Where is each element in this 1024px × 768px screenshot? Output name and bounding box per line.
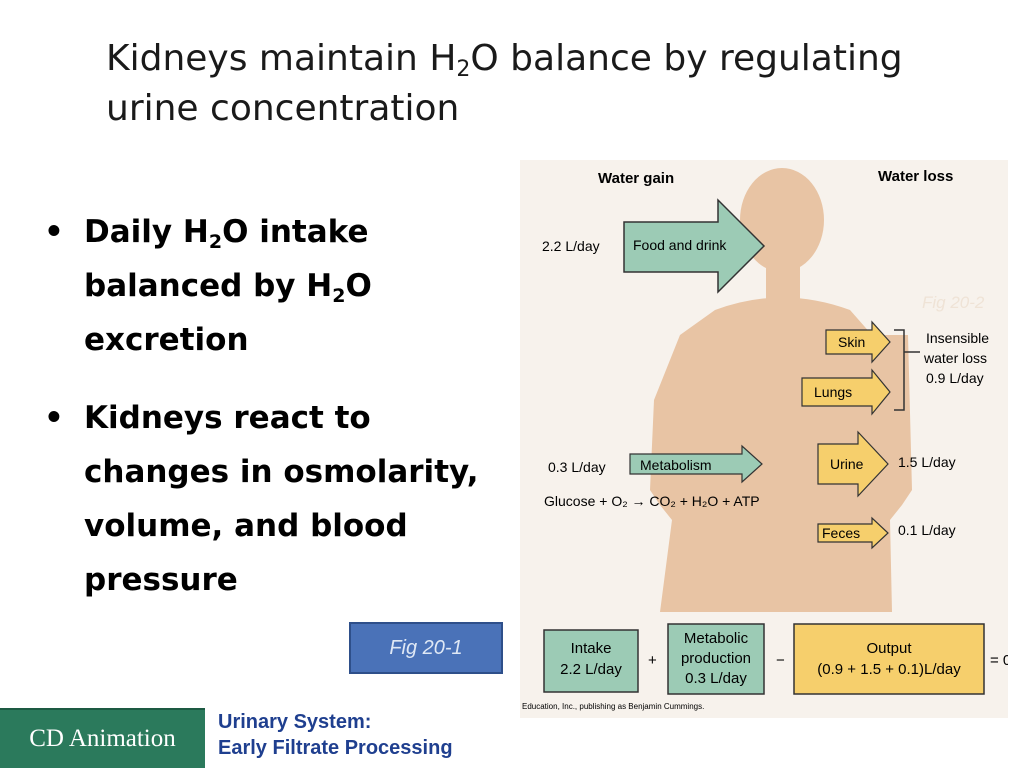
cd-animation-button[interactable]: CD Animation xyxy=(0,708,205,768)
food-arrow xyxy=(623,198,766,294)
lungs-label: Lungs xyxy=(814,384,852,400)
urine-amount: 1.5 L/day xyxy=(898,454,956,470)
metabolism-amount: 0.3 L/day xyxy=(548,459,606,475)
metprod-line1: Metabolic xyxy=(684,630,749,647)
title-subscript: 2 xyxy=(456,57,471,82)
bullet2-line3: volume, and blood xyxy=(84,508,408,544)
caption-line2: Early Filtrate Processing xyxy=(218,737,453,759)
water-balance-figure: Water gain Water loss Fig 20-2 2.2 L/day… xyxy=(520,160,1008,718)
lungs-arrow xyxy=(801,368,891,416)
skin-label: Skin xyxy=(838,334,865,350)
title-text-part1: Kidneys maintain H xyxy=(106,38,457,79)
fig-20-2-label: Fig 20-2 xyxy=(922,293,985,312)
title-line2: urine concentration xyxy=(106,88,460,129)
metabolism-equation: Glucose + O₂ → CO₂ + H₂O + ATP xyxy=(544,493,760,509)
caption-line1: Urinary System: xyxy=(218,711,372,733)
urine-arrow xyxy=(817,430,889,498)
output-line1: Output xyxy=(866,640,912,657)
feces-amount: 0.1 L/day xyxy=(898,522,956,538)
intake-box xyxy=(543,629,639,693)
feces-arrow xyxy=(817,516,889,550)
slide-title: Kidneys maintain H2O balance by regulati… xyxy=(106,34,986,134)
bullet2-line2: changes in osmolarity, xyxy=(84,454,479,490)
metabolic-production-box xyxy=(667,623,765,695)
metprod-line2: production xyxy=(681,650,751,667)
bullet1-text-c: balanced by H xyxy=(84,268,333,304)
metabolism-label: Metabolism xyxy=(640,457,712,473)
bullet-list: Daily H2O intake balanced by H2O excreti… xyxy=(44,205,514,631)
water-gain-heading: Water gain xyxy=(598,170,674,187)
water-loss-heading: Water loss xyxy=(878,168,953,185)
intake-line1: Intake xyxy=(571,640,612,657)
equals-sign: = 0 xyxy=(990,652,1008,669)
food-amount: 2.2 L/day xyxy=(542,238,600,254)
bullet1-text-a: Daily H xyxy=(84,214,209,250)
insensible-line1: Insensible xyxy=(926,330,989,346)
insensible-line3: 0.9 L/day xyxy=(926,370,984,386)
skin-arrow xyxy=(825,320,891,364)
fig-20-1-button[interactable]: Fig 20-1 xyxy=(349,622,503,674)
bullet1-text-b: O intake xyxy=(222,214,369,250)
bullet1-sub-a: 2 xyxy=(208,231,223,253)
bullet1-text-e: excretion xyxy=(84,322,249,358)
urine-label: Urine xyxy=(830,456,864,472)
metabolism-arrow xyxy=(629,444,763,484)
food-label: Food and drink xyxy=(633,237,727,253)
bullet2-line4: pressure xyxy=(84,562,238,598)
output-box xyxy=(793,623,985,695)
figure-credit: Education, Inc., publishing as Benjamin … xyxy=(522,702,704,711)
feces-label: Feces xyxy=(822,525,860,541)
bullet1-text-d: O xyxy=(345,268,372,304)
plus-sign: + xyxy=(648,652,657,669)
bullet1-sub-c: 2 xyxy=(332,285,346,307)
intake-line2: 2.2 L/day xyxy=(560,661,622,678)
title-text-part2: O balance by regulating xyxy=(470,38,903,79)
metprod-line3: 0.3 L/day xyxy=(685,670,747,687)
animation-caption: Urinary System: Early Filtrate Processin… xyxy=(218,709,453,761)
bullet-item-kidneys: Kidneys react to changes in osmolarity, … xyxy=(44,391,514,607)
bullet2-line1: Kidneys react to xyxy=(84,400,371,436)
insensible-bracket xyxy=(894,329,920,411)
output-line2: (0.9 + 1.5 + 0.1)L/day xyxy=(817,661,961,678)
figure-svg: Water gain Water loss Fig 20-2 2.2 L/day… xyxy=(522,168,1008,711)
insensible-line2: water loss xyxy=(923,350,987,366)
bullet-item-intake: Daily H2O intake balanced by H2O excreti… xyxy=(44,205,514,367)
minus-sign: − xyxy=(776,652,785,669)
